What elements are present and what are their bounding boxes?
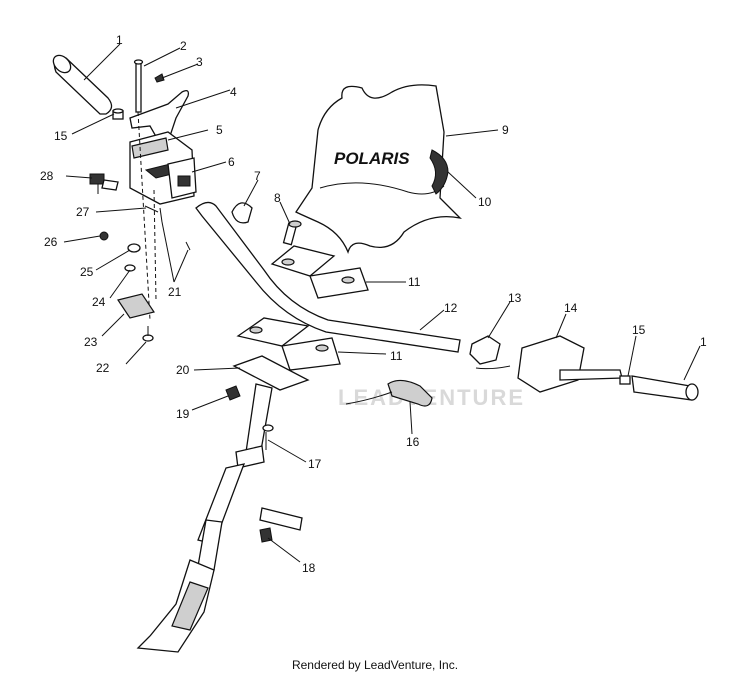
- callout-16: 16: [406, 435, 420, 449]
- part-nut-26: [99, 231, 109, 241]
- callout-20: 20: [176, 363, 190, 377]
- callout-10: 10: [478, 195, 492, 209]
- render-credit: Rendered by LeadVenture, Inc.: [291, 658, 459, 672]
- part-nut-19: [225, 385, 241, 401]
- part-clip: [154, 73, 165, 83]
- callout-17: 17: [308, 457, 322, 471]
- part-coiled-cord: [345, 379, 433, 407]
- callout-3: 3: [196, 55, 203, 69]
- callout-24: 24: [92, 295, 106, 309]
- callout-labels: 1 2 3 4 15 5 6 28 7 9 10 8 27 26 25 21 1…: [40, 33, 707, 575]
- callout-18: 18: [302, 561, 316, 575]
- part-pin: [133, 59, 144, 113]
- callout-13: 13: [508, 291, 522, 305]
- part-end-plug-left: [112, 108, 124, 120]
- callout-27: 27: [76, 205, 90, 219]
- callout-1-left: 1: [116, 33, 123, 47]
- pad-brand-text: POLARIS: [334, 149, 410, 168]
- part-screw-27: [144, 205, 159, 213]
- part-grip-right: [631, 375, 699, 401]
- part-washer-25: [127, 243, 141, 253]
- callout-5: 5: [216, 123, 223, 137]
- callout-15-left: 15: [54, 129, 68, 143]
- part-screws-21: [159, 207, 191, 251]
- part-switch: [89, 173, 119, 194]
- callout-25: 25: [80, 265, 94, 279]
- part-bolt: [282, 220, 302, 246]
- part-brake-lever-bracket: [469, 335, 501, 365]
- part-grip-left: [52, 54, 113, 115]
- part-clamp: [231, 202, 253, 224]
- part-throttle-housing: [129, 131, 197, 205]
- callout-14: 14: [564, 301, 578, 315]
- callout-6: 6: [228, 155, 235, 169]
- part-screw-22: [142, 326, 154, 342]
- callout-2: 2: [180, 39, 187, 53]
- part-clamp-upper: [270, 245, 369, 299]
- part-end-plug-right: [619, 375, 631, 385]
- part-screw-17: [262, 424, 274, 450]
- part-plate-23: [117, 293, 155, 319]
- assembly-axis-line-2: [153, 189, 157, 301]
- part-brake-lever: [475, 335, 623, 393]
- callout-22: 22: [96, 361, 110, 375]
- part-handlebar: [195, 201, 461, 353]
- leader-lines: [63, 43, 701, 563]
- part-tube-18: [259, 507, 303, 543]
- callout-4: 4: [230, 85, 237, 99]
- callout-15-right: 15: [632, 323, 646, 337]
- part-handlebar-pad: POLARIS: [295, 84, 462, 255]
- callout-8: 8: [274, 191, 281, 205]
- callout-21: 21: [168, 285, 182, 299]
- callout-19: 19: [176, 407, 190, 421]
- callout-26: 26: [44, 235, 58, 249]
- callout-11-upper: 11: [408, 275, 421, 289]
- callout-9: 9: [502, 123, 509, 137]
- callout-12: 12: [444, 301, 458, 315]
- part-clamp-lower: [236, 317, 341, 371]
- part-steering-post: [136, 383, 273, 653]
- callout-1-right: 1: [700, 335, 707, 349]
- callout-28: 28: [40, 169, 54, 183]
- callout-23: 23: [84, 335, 98, 349]
- part-mount-plate: [232, 355, 310, 391]
- callout-11-lower: 11: [390, 349, 403, 363]
- part-washer-24: [124, 264, 136, 272]
- callout-7: 7: [254, 169, 261, 183]
